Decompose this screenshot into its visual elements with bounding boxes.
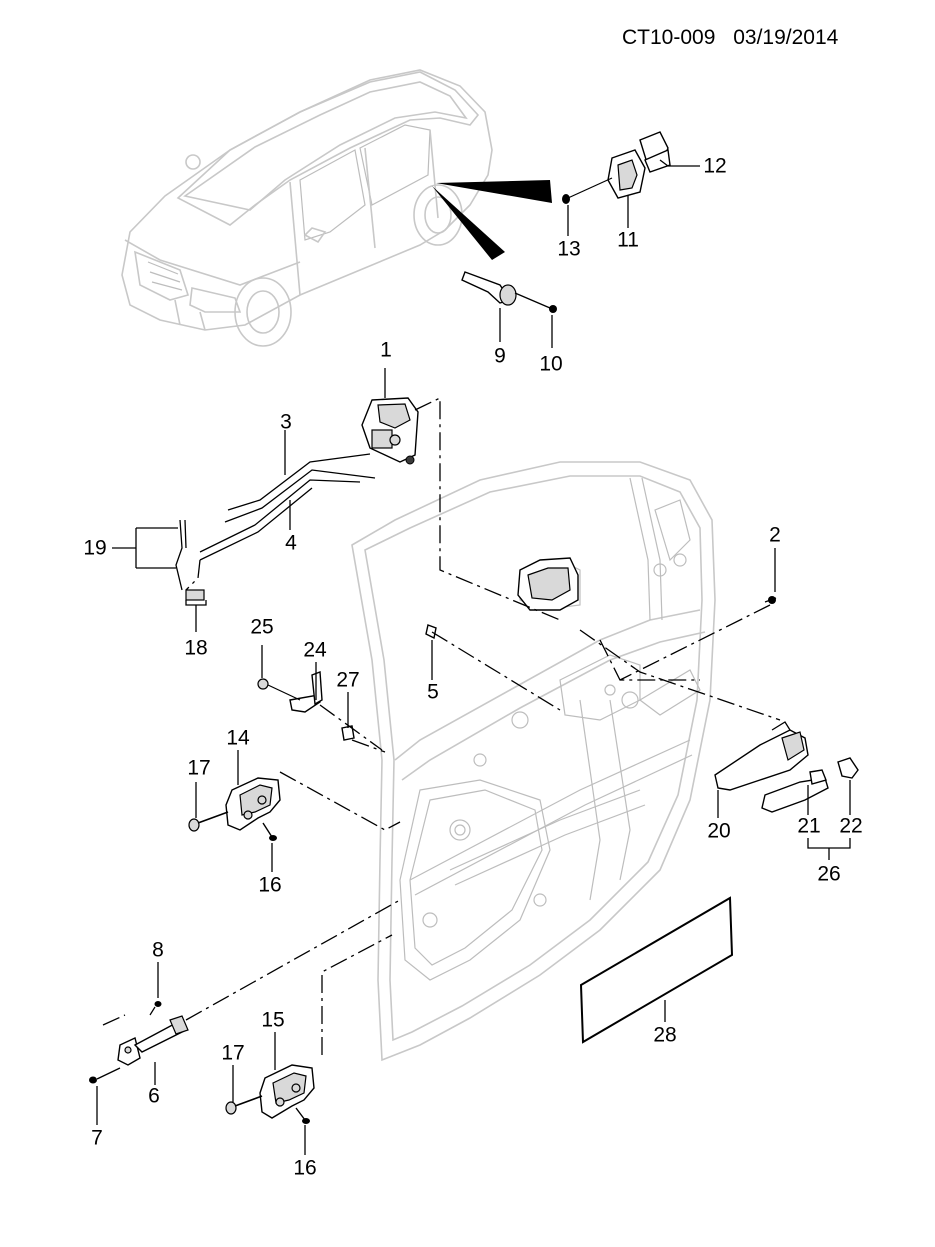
callout-17-lower: 17 [221, 1041, 245, 1065]
callout-8: 8 [152, 938, 164, 962]
door-check-part-6 [117, 1015, 189, 1066]
lower-hinge-part-15 [259, 1064, 315, 1119]
bolt-part-16-lower [295, 1107, 310, 1124]
callout-11: 11 [617, 228, 639, 252]
callout-19: 19 [83, 536, 107, 560]
alignment-lines [102, 396, 781, 1055]
door-lock-rods-part-3-4 [199, 453, 376, 561]
callout-10: 10 [539, 352, 563, 376]
label-part-28 [579, 896, 734, 1044]
lock-rod-part-9 [461, 271, 557, 313]
door-lock-striker-part-11 [607, 131, 671, 199]
callout-1: 1 [380, 338, 392, 362]
inside-handle-housing [517, 557, 579, 611]
inside-lock-rod-part-19 [175, 519, 187, 591]
callout-4: 4 [285, 531, 297, 555]
callout-9: 9 [494, 344, 506, 368]
diagram-code: CT10-009 [622, 26, 716, 49]
upper-hinge-part-14 [225, 777, 281, 831]
clip-part-18 [185, 589, 207, 606]
callout-6: 6 [148, 1084, 160, 1108]
car-detail-pointers [432, 180, 552, 260]
door-latch-part-1 [361, 397, 419, 465]
callout-26: 26 [817, 862, 841, 886]
callout-24: 24 [303, 638, 327, 662]
outside-handle-part-21 [761, 769, 829, 813]
callout-16-upper: 16 [258, 873, 282, 897]
handle-cap-part-22 [837, 757, 859, 779]
bolt-part-16-upper [262, 822, 277, 841]
bolt-part-25 [257, 678, 301, 701]
callout-18: 18 [184, 636, 208, 660]
callout-27: 27 [336, 668, 360, 692]
outside-handle-frame-part-20 [714, 721, 809, 791]
rear-door-panel-illustration [351, 461, 716, 1062]
callout-5: 5 [427, 680, 439, 704]
bracket-part-24 [289, 671, 323, 713]
callout-20: 20 [707, 819, 731, 843]
callout-22: 22 [839, 814, 863, 838]
car-overview-illustration [121, 69, 493, 347]
diagram-date: 03/19/2014 [733, 26, 839, 49]
callout-16-lower: 16 [293, 1156, 317, 1180]
bolt-part-17-lower [225, 1095, 263, 1115]
callout-7: 7 [91, 1126, 103, 1150]
callout-14: 14 [226, 726, 250, 750]
callout-2: 2 [769, 523, 781, 547]
callout-12: 12 [703, 154, 727, 178]
callout-15: 15 [261, 1008, 285, 1032]
screw-part-2 [764, 596, 777, 604]
bolt-part-17-upper [188, 811, 229, 832]
callout-21: 21 [797, 814, 821, 838]
screw-part-13 [562, 177, 613, 204]
callout-17-upper: 17 [187, 756, 211, 780]
screw-part-8 [149, 1001, 162, 1016]
callout-28: 28 [653, 1023, 677, 1047]
leader-lines [96, 159, 851, 1155]
clip-part-27 [341, 725, 355, 741]
callout-13: 13 [557, 237, 581, 261]
diagram-header: CT10-009 03/19/2014 [622, 26, 838, 50]
bolt-part-7 [89, 1067, 121, 1084]
callout-3: 3 [280, 410, 292, 434]
bracket-part-5 [425, 624, 437, 640]
callout-25: 25 [250, 615, 274, 639]
